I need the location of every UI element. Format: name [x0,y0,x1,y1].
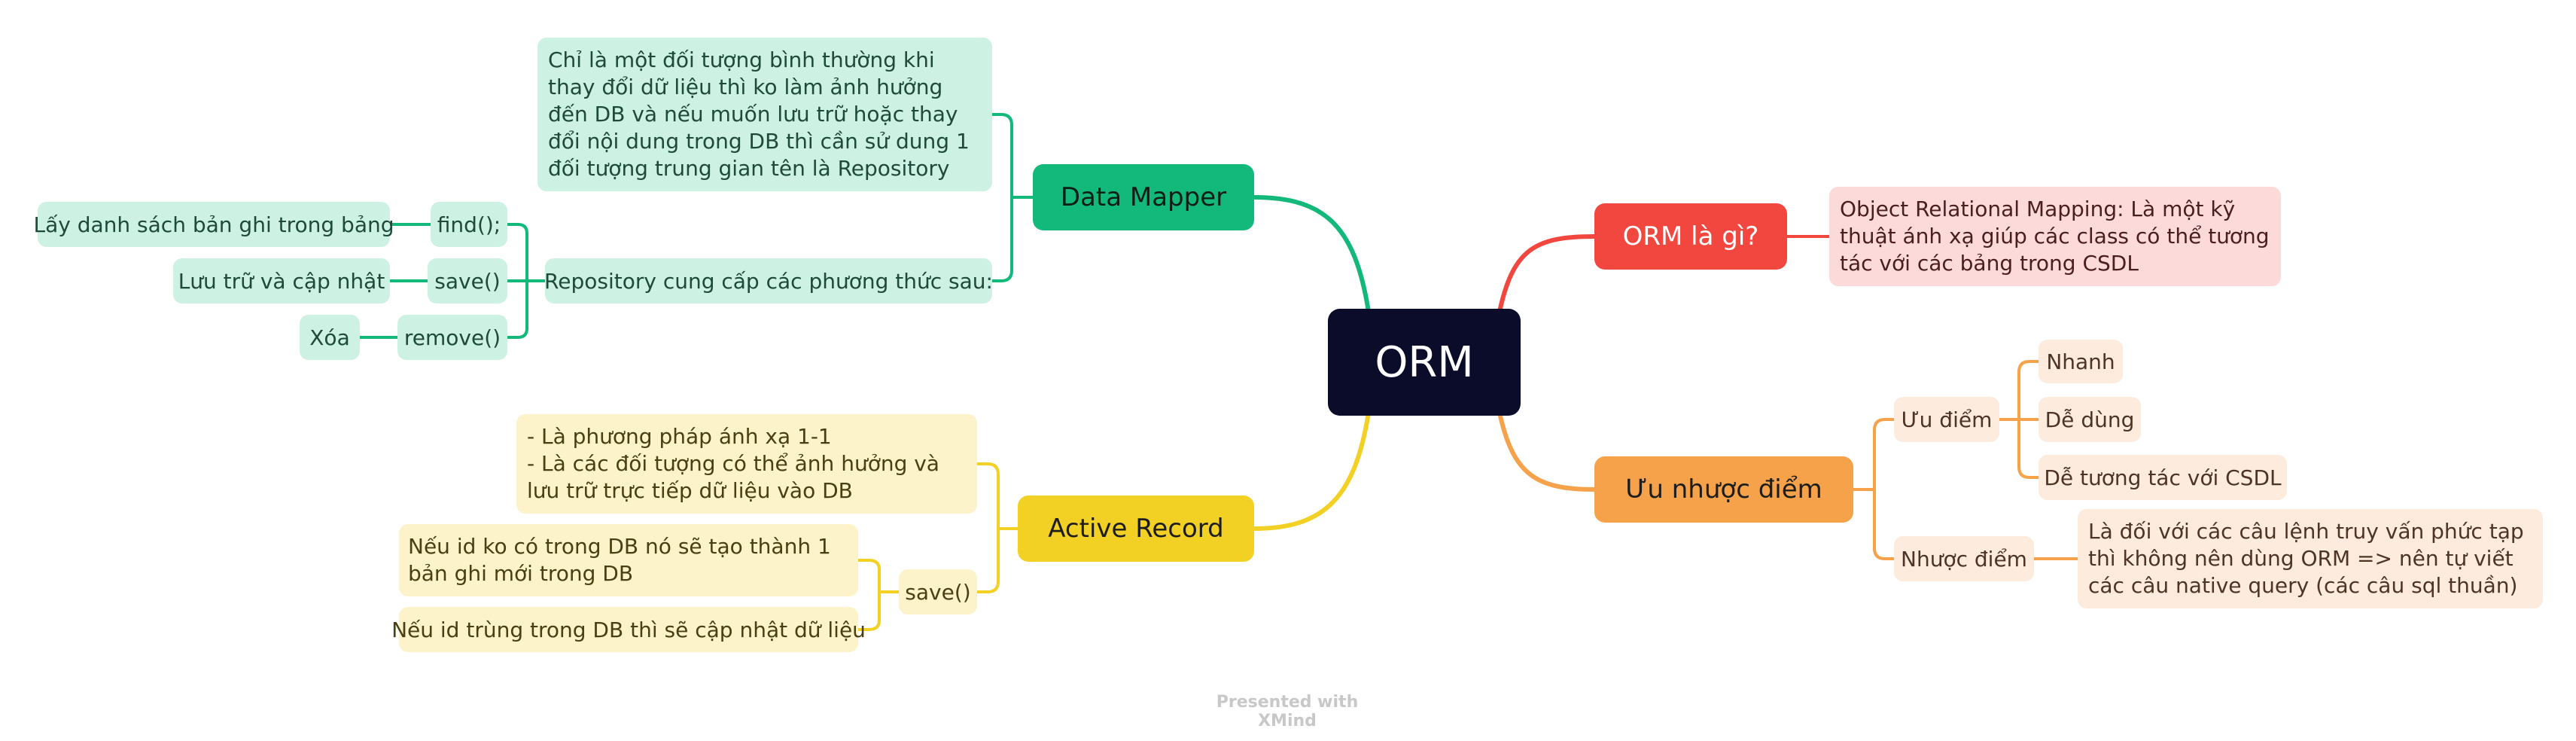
topic-data-mapper[interactable]: Data Mapper [1033,164,1254,230]
subtopic-nhuoc-diem-label: Nhược điểm [1901,546,2027,572]
repository-method-name: save() [434,268,501,294]
active-record-description-text: - Là phương pháp ánh xạ 1-1 - Là các đối… [527,424,939,503]
uu-diem-item[interactable]: Dễ dùng [2039,397,2141,442]
root-topic-label: ORM [1375,337,1474,387]
save-case-note[interactable]: Nếu id ko có trong DB nó sẽ tạo thành 1 … [399,524,858,596]
connector-line [1852,418,1895,560]
subtopic-uu-diem-label: Ưu điểm [1901,407,1993,432]
uu-diem-item-label: Dễ tương tác với CSDL [2044,465,2282,490]
nhuoc-diem-detail-note[interactable]: Là đối với các câu lệnh truy vấn phức tạ… [2078,509,2543,608]
repository-method[interactable]: save() [428,258,507,303]
topic-data-mapper-label: Data Mapper [1060,182,1227,212]
save-case-text: Nếu id trùng trong DB thì sẽ cập nhật dữ… [391,617,866,642]
repository-method-desc-text: Xóa [309,325,350,350]
nhuoc-diem-detail-text: Là đối với các câu lệnh truy vấn phức tạ… [2088,519,2524,598]
topic-active-record-label: Active Record [1048,514,1224,544]
topic-orm-la-gi-label: ORM là gì? [1622,221,1759,252]
repository-method-desc-text: Lấy danh sách bản ghi trong bảng [33,212,394,237]
subtopic-nhuoc-diem[interactable]: Nhược điểm [1894,536,2034,581]
connector-line [976,462,1019,593]
connector-line [1497,234,1597,314]
repository-method[interactable]: remove() [397,315,507,360]
uu-diem-item[interactable]: Nhanh [2039,340,2123,383]
topic-orm-la-gi[interactable]: ORM là gì? [1594,203,1787,270]
repository-method-name: remove() [403,325,501,350]
active-record-description-note[interactable]: - Là phương pháp ánh xạ 1-1 - Là các đối… [516,414,977,514]
connector-line [1497,410,1597,492]
connector-line [358,223,432,339]
watermark: Presented with XMind [1216,693,1359,730]
orm-definition-note[interactable]: Object Relational Mapping: Là một kỹ thu… [1829,187,2281,286]
save-case-text: Nếu id ko có trong DB nó sẽ tạo thành 1 … [408,534,831,586]
subtopic-active-record-save-label: save() [905,579,971,605]
topic-active-record[interactable]: Active Record [1018,496,1254,562]
connector-line [1252,195,1371,314]
subtopic-active-record-save[interactable]: save() [899,569,977,614]
data-mapper-description-note[interactable]: Chỉ là một đối tượng bình thường khi tha… [537,38,992,191]
repository-method-desc[interactable]: Xóa [300,315,360,360]
uu-diem-item-label: Dễ dùng [2045,407,2135,432]
uu-diem-item[interactable]: Dễ tương tác với CSDL [2039,455,2287,500]
connector-line [506,223,547,339]
connector-line [1998,360,2040,479]
subtopic-uu-diem[interactable]: Ưu điểm [1894,397,1999,442]
connector-line [1252,410,1371,531]
subtopic-repository[interactable]: Repository cung cấp các phương thức sau: [544,258,993,303]
repository-method-desc[interactable]: Lưu trữ và cập nhật [173,258,390,303]
uu-diem-item-label: Nhanh [2046,349,2115,374]
repository-method-desc-text: Lưu trữ và cập nhật [178,268,385,294]
repository-method-name: find(); [437,212,501,237]
subtopic-repository-label: Repository cung cấp các phương thức sau: [544,268,993,294]
root-topic[interactable]: ORM [1328,309,1521,416]
topic-uu-nhuoc-diem-label: Ưu nhược điểm [1625,474,1822,505]
data-mapper-description-text: Chỉ là một đối tượng bình thường khi tha… [548,47,970,181]
orm-definition-text: Object Relational Mapping: Là một kỹ thu… [1840,197,2270,276]
save-case-note[interactable]: Nếu id trùng trong DB thì sẽ cập nhật dữ… [391,607,866,652]
topic-uu-nhuoc-diem[interactable]: Ưu nhược điểm [1594,456,1853,523]
connector-line [991,113,1034,282]
connector-line [857,559,900,631]
repository-method[interactable]: find(); [431,202,507,247]
repository-method-desc[interactable]: Lấy danh sách bản ghi trong bảng [34,202,394,247]
